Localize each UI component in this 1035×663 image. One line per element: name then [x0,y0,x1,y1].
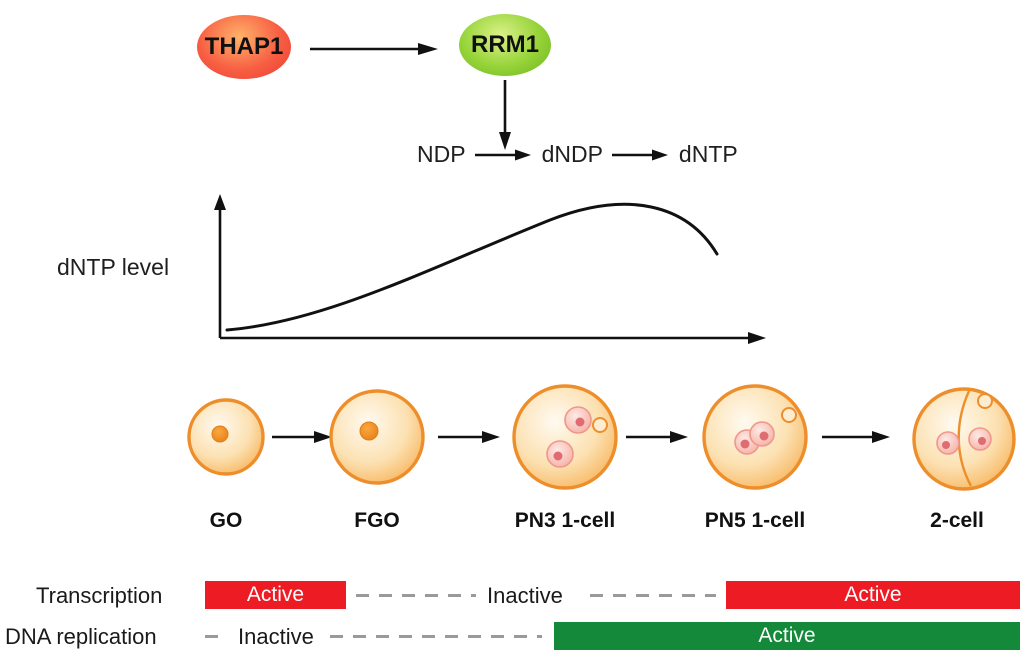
transcription-active-late-label: Active [844,583,902,606]
thap1-label: THAP1 [204,33,284,60]
pn5-cell-illustration [702,384,808,490]
replication-track-label: DNA replication [5,624,157,649]
arrow-pn3-to-pn5 [626,431,688,443]
nucleotide-pathway: NDP dNDP dNTP [417,141,738,168]
arrow-rrm1-to-pathway [499,80,511,150]
arrow-go-to-fgo [272,431,332,443]
replication-dash-1 [205,635,221,638]
stage-label-fgo: FGO [354,509,400,532]
transcription-inactive-label: Inactive [487,583,563,608]
arrow-thap1-to-rrm1 [310,43,438,55]
replication-inactive-label: Inactive [238,624,314,649]
transcription-track-label: Transcription [36,583,163,608]
replication-dash-2 [330,635,542,638]
arrow-pn5-to-2cell [822,431,890,443]
ndp-label: NDP [417,141,466,167]
dntp-level-curve [225,202,719,332]
stage-label-pn5: PN5 1-cell [704,509,806,532]
two-cell-illustration [912,387,1016,491]
arrow-fgo-to-pn3 [438,431,500,443]
fgo-cell-illustration [329,389,425,485]
transcription-dash-1 [356,594,476,597]
arrow-ndp-to-dndp [474,149,531,160]
arrow-dndp-to-dntp [611,149,668,160]
go-cell-illustration [187,398,265,476]
replication-active-bar: Active [554,622,1020,650]
dntp-level-graph [214,194,766,344]
stage-label-2cell: 2-cell [930,509,984,532]
thap1-node: THAP1 [197,15,291,79]
graph-y-label: dNTP level [57,254,170,280]
stage-label-pn3: PN3 1-cell [514,509,616,532]
transcription-active-late-bar: Active [726,581,1020,609]
rrm1-node: RRM1 [459,14,551,76]
transcription-dash-2 [590,594,716,597]
transcription-active-early-bar: Active [205,581,346,609]
transcription-active-early-label: Active [246,583,305,606]
dndp-label: dNDP [541,141,603,167]
replication-active-label: Active [758,624,816,647]
pn3-cell-illustration [512,384,618,490]
stage-label-go: GO [209,509,243,532]
rrm1-label: RRM1 [470,31,539,58]
dntp-label: dNTP [678,141,738,167]
